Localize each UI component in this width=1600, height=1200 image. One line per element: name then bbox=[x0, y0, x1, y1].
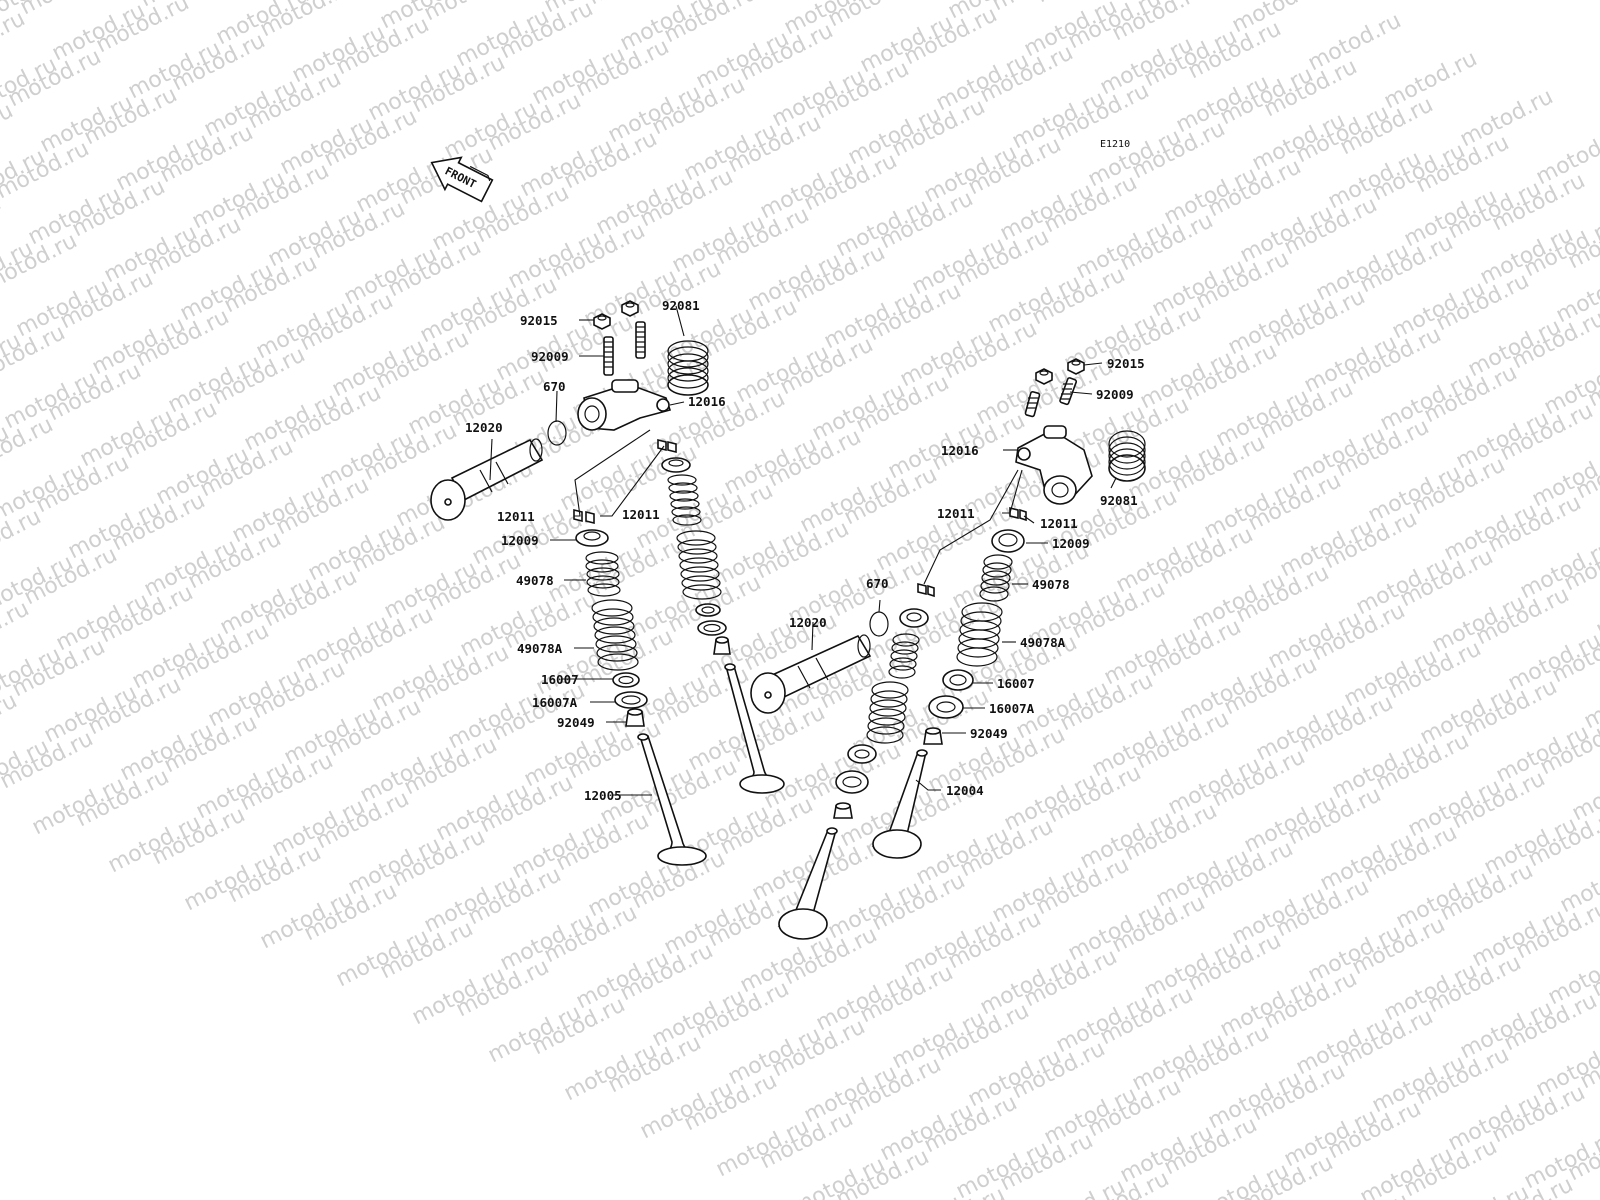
label-right-92081: 92081 bbox=[1100, 493, 1138, 508]
right-inner-spring-b bbox=[888, 633, 920, 679]
right-inner-spring-a bbox=[979, 554, 1013, 602]
label-left-12005: 12005 bbox=[584, 788, 622, 803]
label-right-92015: 92015 bbox=[1107, 356, 1145, 371]
right-rocker-shaft bbox=[750, 634, 872, 714]
right-o-ring bbox=[869, 611, 889, 637]
label-right-49078A: 49078A bbox=[1020, 635, 1066, 650]
label-left-12009: 12009 bbox=[501, 533, 539, 548]
label-left-16007: 16007 bbox=[541, 672, 579, 687]
label-right-12016: 12016 bbox=[941, 443, 979, 458]
left-valve-a bbox=[637, 733, 707, 866]
left-spring-seat-b bbox=[614, 691, 648, 709]
label-right-12004: 12004 bbox=[946, 783, 984, 798]
label-right-16007: 16007 bbox=[997, 676, 1035, 691]
label-left-12011-a: 12011 bbox=[497, 509, 535, 524]
label-right-670: 670 bbox=[866, 576, 889, 591]
right-stem-seal-b bbox=[833, 802, 853, 819]
right-spring-seat-d bbox=[835, 770, 869, 794]
left-stem-seal-b bbox=[713, 636, 731, 655]
right-retainer-b bbox=[899, 608, 929, 628]
part-labels: 92015 92009 92081 670 12016 12020 12011 … bbox=[465, 298, 1145, 803]
right-adjust-screw-1 bbox=[1059, 377, 1078, 406]
left-spring-seat-d bbox=[697, 620, 727, 636]
right-outer-spring-a bbox=[956, 602, 1003, 667]
label-right-12009: 12009 bbox=[1052, 536, 1090, 551]
right-nut-1 bbox=[1067, 358, 1085, 375]
label-left-92015: 92015 bbox=[520, 313, 558, 328]
left-nut-1 bbox=[593, 313, 611, 330]
label-right-92009: 92009 bbox=[1096, 387, 1134, 402]
label-left-16007A: 16007A bbox=[532, 695, 578, 710]
left-retainer-b bbox=[661, 457, 691, 473]
label-right-12011-b: 12011 bbox=[1040, 516, 1078, 531]
right-keepers-upper bbox=[1009, 506, 1027, 522]
right-keepers-lower bbox=[917, 582, 935, 598]
front-arrow-icon: FRONT bbox=[430, 156, 494, 203]
label-left-92009: 92009 bbox=[531, 349, 569, 364]
left-adjust-screw-1 bbox=[603, 336, 614, 376]
right-retainer-a bbox=[991, 529, 1025, 553]
label-left-49078: 49078 bbox=[516, 573, 554, 588]
right-spring-seat-b bbox=[928, 695, 964, 719]
right-valve-a bbox=[871, 749, 928, 859]
left-valve-b bbox=[724, 663, 785, 794]
right-nut-2 bbox=[1035, 368, 1053, 385]
left-adjust-screw-2 bbox=[635, 321, 646, 359]
label-right-12020: 12020 bbox=[789, 615, 827, 630]
right-spring-seat-a bbox=[942, 669, 974, 691]
label-left-92049: 92049 bbox=[557, 715, 595, 730]
left-spring-seat-c bbox=[695, 603, 721, 617]
label-right-16007A: 16007A bbox=[989, 701, 1035, 716]
left-stem-seal-a bbox=[625, 708, 645, 727]
label-left-12016: 12016 bbox=[688, 394, 726, 409]
right-spring-92081 bbox=[1108, 430, 1146, 482]
label-right-12011-a: 12011 bbox=[937, 506, 975, 521]
left-inner-spring-b bbox=[667, 474, 702, 526]
right-outer-spring-b bbox=[866, 681, 909, 744]
left-keepers-upper bbox=[657, 438, 677, 454]
label-left-12011-b: 12011 bbox=[622, 507, 660, 522]
right-stem-seal-a bbox=[923, 727, 943, 745]
diagram-code: E1210 bbox=[1100, 139, 1130, 150]
label-right-92049: 92049 bbox=[970, 726, 1008, 741]
right-spring-seat-c bbox=[847, 744, 877, 764]
left-spring-92081 bbox=[667, 340, 709, 396]
label-left-12020: 12020 bbox=[465, 420, 503, 435]
left-outer-spring-b bbox=[676, 530, 722, 600]
left-rocker-shaft bbox=[430, 438, 544, 521]
left-inner-spring-a bbox=[585, 551, 621, 597]
left-o-ring bbox=[547, 420, 567, 446]
left-nut-2 bbox=[621, 300, 639, 317]
left-outer-spring-a bbox=[591, 599, 639, 671]
left-rocker-arm bbox=[577, 379, 672, 431]
label-left-92081: 92081 bbox=[662, 298, 700, 313]
left-retainer-a bbox=[575, 529, 609, 547]
right-adjust-screw-2 bbox=[1024, 391, 1041, 418]
right-valve-b bbox=[777, 827, 838, 940]
left-spring-seat-a bbox=[612, 672, 640, 688]
label-right-49078: 49078 bbox=[1032, 577, 1070, 592]
right-rocker-arm bbox=[1015, 425, 1093, 505]
label-left-670: 670 bbox=[543, 379, 566, 394]
leader-lines bbox=[489, 305, 1117, 796]
label-left-49078A: 49078A bbox=[517, 641, 563, 656]
